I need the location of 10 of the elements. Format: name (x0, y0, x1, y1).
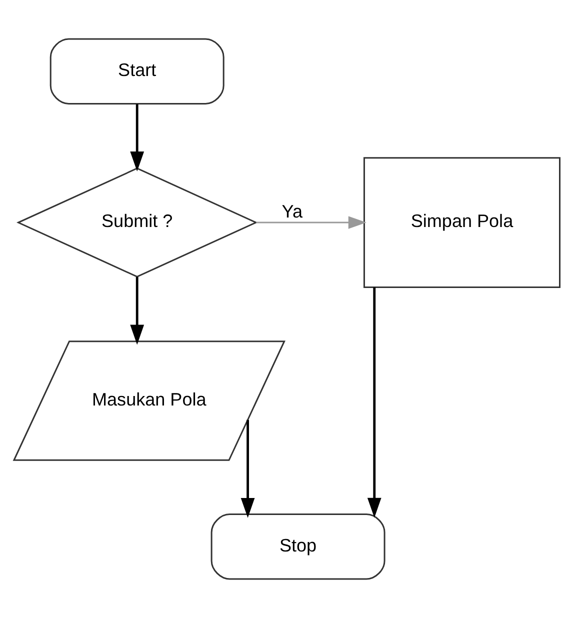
arrow (130, 104, 144, 171)
node-box: Simpan Pola (363, 156, 560, 288)
node-box: Stop (210, 513, 386, 580)
arrow (256, 216, 366, 228)
arrow (367, 286, 382, 518)
arrow (130, 276, 144, 344)
node-box: Start (50, 38, 224, 104)
arrow (240, 419, 255, 518)
edge-label: Ya (282, 200, 303, 221)
node-diamond: Submit ? (16, 167, 258, 277)
